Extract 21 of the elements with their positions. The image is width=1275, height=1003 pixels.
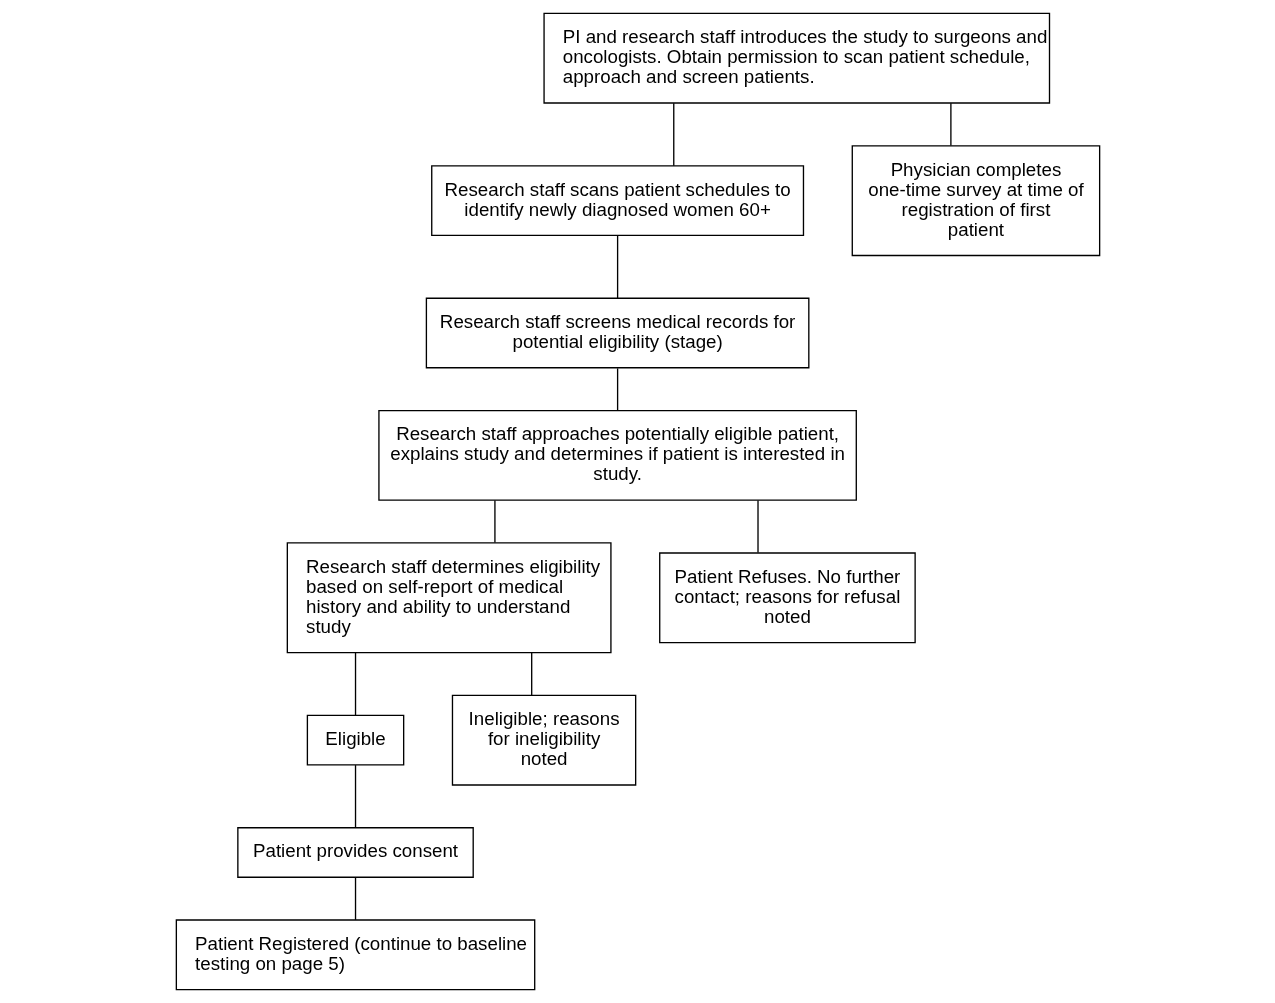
connector [354, 876, 356, 921]
connector [616, 367, 618, 412]
connector [354, 652, 356, 717]
connector [672, 102, 674, 167]
node-box: Patient Refuses. No further contact; reasons for refusal noted [658, 552, 916, 644]
connector [756, 499, 759, 554]
node-box: Research staff screens medical records for potential eligibility (stage) [425, 297, 809, 369]
node-box: Eligible [306, 714, 404, 766]
node-box: Research staff determines eligibility based on self-report of medical history and ability to understand study [286, 542, 612, 654]
connector [949, 102, 952, 147]
node-box: PI and research staff introduces the study to surgeons and oncologists. Obtain permission to scan patient schedule, approach and screen patients. [542, 12, 1050, 104]
node-box: Patient Registered (continue to baseline testing on page 5) [175, 919, 535, 991]
connector [616, 234, 618, 299]
node-box: Ineligible; reasons for ineligibility noted [451, 694, 636, 786]
connector [530, 652, 532, 696]
node-box: Research staff scans patient schedules to identify newly diagnosed women 60+ [430, 165, 804, 237]
node-box: Research staff approaches potentially eligible patient, explains study and determines if patient is interested in study. [377, 409, 857, 501]
node-box: Patient provides consent [236, 827, 474, 878]
connector [493, 499, 496, 544]
connector [354, 764, 356, 829]
node-box: Physician completes one-time survey at time of registration of first patient [851, 145, 1100, 257]
